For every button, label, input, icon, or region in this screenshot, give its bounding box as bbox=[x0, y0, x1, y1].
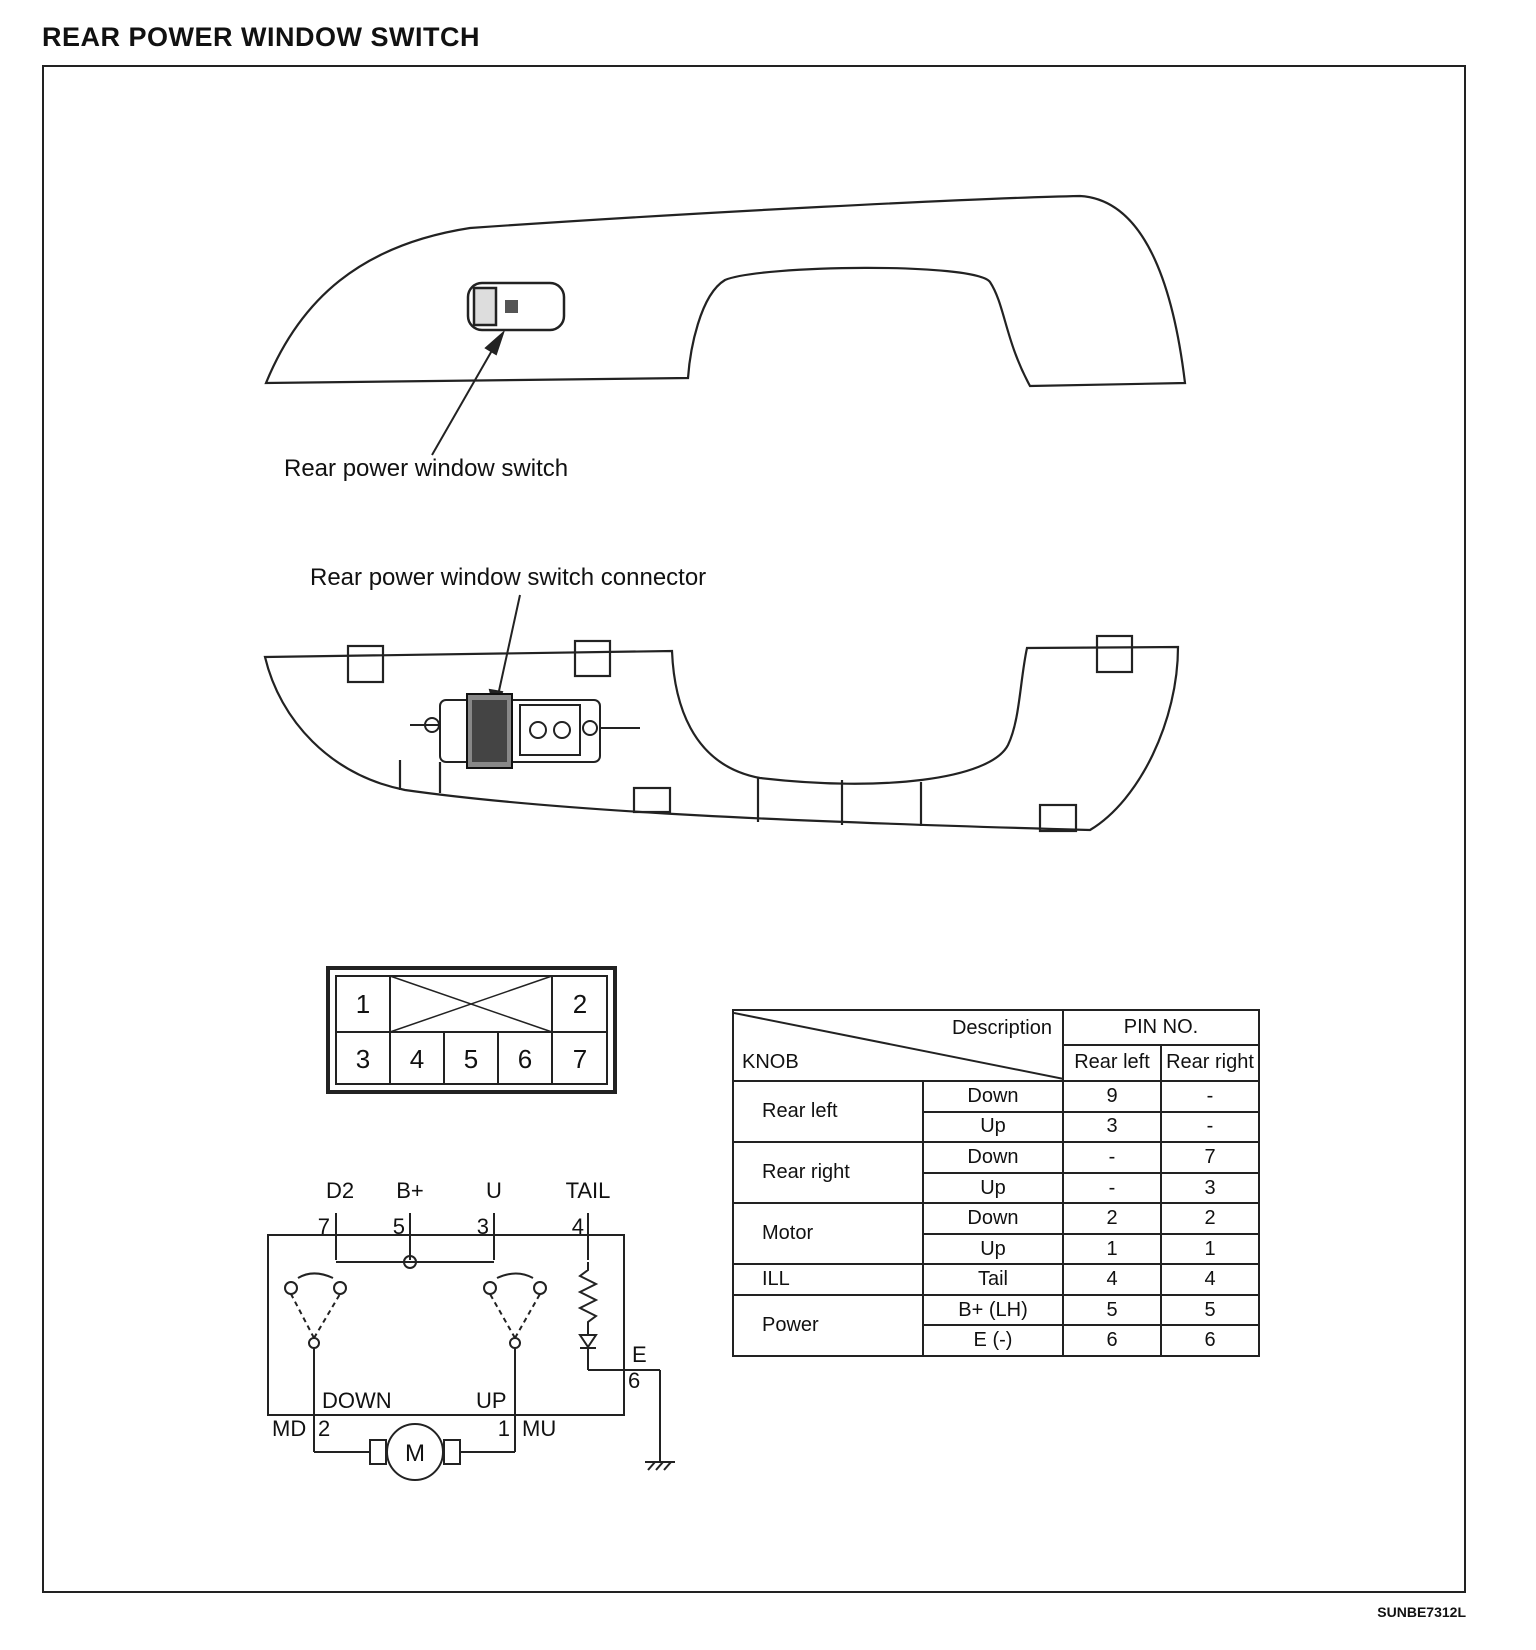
pin-5: 5 bbox=[464, 1044, 478, 1074]
pin-label-7: 7 bbox=[318, 1214, 330, 1239]
terminal-tail: TAIL bbox=[566, 1178, 611, 1203]
terminal-bplus: B+ bbox=[396, 1178, 424, 1203]
terminal-u: U bbox=[486, 1178, 502, 1203]
page-title: REAR POWER WINDOW SWITCH bbox=[42, 22, 480, 52]
label-up: UP bbox=[476, 1388, 507, 1413]
pin-label-1: 1 bbox=[498, 1416, 510, 1441]
desc-cell: Up bbox=[922, 1232, 1064, 1266]
rear-left-cell: 9 bbox=[1062, 1080, 1162, 1113]
desc-cell: Up bbox=[922, 1110, 1064, 1144]
terminal-e: E bbox=[632, 1342, 647, 1367]
pin-label-5: 5 bbox=[393, 1214, 405, 1239]
rear-right-cell: - bbox=[1160, 1110, 1260, 1144]
circuit-labels: D2 B+ U TAIL 7 5 3 4 E 6 DOWN UP MD 2 1 … bbox=[272, 1178, 647, 1467]
connector-pin-layout: 1 2 3 4 5 6 7 bbox=[326, 966, 617, 1094]
circuit-diagram bbox=[267, 1213, 675, 1481]
rear-right-cell: - bbox=[1160, 1080, 1260, 1113]
header-rear-right: Rear right bbox=[1160, 1043, 1260, 1083]
knob-cell: Rear left bbox=[732, 1080, 924, 1144]
terminal-d2: D2 bbox=[326, 1178, 354, 1203]
image-code: SUNBE7312L bbox=[1377, 1604, 1466, 1620]
knob-cell: Power bbox=[732, 1293, 924, 1358]
table-row: Up-3 bbox=[733, 1171, 1260, 1205]
rear-left-cell: 2 bbox=[1062, 1202, 1162, 1235]
armrest-underside-view bbox=[263, 634, 1180, 833]
desc-cell: Down bbox=[922, 1141, 1064, 1174]
desc-cell: Down bbox=[922, 1202, 1064, 1235]
switch-callout-arrow bbox=[431, 329, 506, 456]
knob-cell: Rear right bbox=[732, 1141, 924, 1205]
rear-left-cell: 6 bbox=[1062, 1324, 1162, 1357]
header-description: Description bbox=[951, 1017, 1052, 1039]
rear-right-cell: 3 bbox=[1160, 1171, 1260, 1205]
desc-cell: Up bbox=[922, 1171, 1064, 1205]
rear-right-cell: 5 bbox=[1160, 1293, 1260, 1327]
header-rear-left: Rear left bbox=[1062, 1043, 1162, 1083]
switch-body bbox=[466, 281, 566, 332]
diagram-frame bbox=[42, 65, 1466, 1593]
desc-cell: Down bbox=[922, 1080, 1064, 1113]
terminal-mu: MU bbox=[522, 1416, 556, 1441]
rear-right-cell: 4 bbox=[1160, 1263, 1260, 1296]
header-diagonal-line bbox=[734, 1012, 1064, 1080]
rear-right-cell: 1 bbox=[1160, 1232, 1260, 1266]
knob-cell: ILL bbox=[732, 1263, 924, 1296]
header-knob: KNOB bbox=[742, 1051, 799, 1074]
header-diagonal-cell: Description KNOB bbox=[732, 1008, 1064, 1083]
pin-table: Description KNOB PIN NO. Rear left Rear … bbox=[732, 1008, 1260, 1358]
pin-label-4: 4 bbox=[572, 1214, 584, 1239]
armrest-top-view bbox=[264, 194, 1187, 388]
connector-label: Rear power window switch connector bbox=[310, 564, 706, 591]
pin-3: 3 bbox=[356, 1044, 370, 1074]
pin-label-2: 2 bbox=[318, 1416, 330, 1441]
header-pin-no: PIN NO. bbox=[1062, 1009, 1260, 1046]
terminal-md: MD bbox=[272, 1416, 306, 1441]
rear-left-cell: 1 bbox=[1062, 1232, 1162, 1266]
switch-label: Rear power window switch bbox=[284, 455, 568, 482]
rear-right-cell: 7 bbox=[1160, 1141, 1260, 1174]
pin-6: 6 bbox=[518, 1044, 532, 1074]
rear-left-cell: 3 bbox=[1062, 1110, 1162, 1144]
pin-label-6: 6 bbox=[628, 1368, 640, 1393]
knob-cell: Motor bbox=[732, 1202, 924, 1266]
pin-1: 1 bbox=[356, 989, 370, 1019]
rear-right-cell: 2 bbox=[1160, 1202, 1260, 1235]
desc-cell: E (-) bbox=[922, 1324, 1064, 1357]
rear-left-cell: - bbox=[1062, 1171, 1162, 1205]
label-down: DOWN bbox=[322, 1388, 392, 1413]
desc-cell: B+ (LH) bbox=[922, 1293, 1064, 1327]
rear-right-cell: 6 bbox=[1160, 1324, 1260, 1357]
motor-symbol: M bbox=[405, 1440, 425, 1467]
pin-4: 4 bbox=[410, 1044, 424, 1074]
rear-left-cell: 4 bbox=[1062, 1263, 1162, 1296]
pin-7: 7 bbox=[573, 1044, 587, 1074]
pin-2: 2 bbox=[573, 989, 587, 1019]
desc-cell: Tail bbox=[922, 1263, 1064, 1296]
rear-left-cell: - bbox=[1062, 1141, 1162, 1174]
switch-connector-assembly bbox=[410, 693, 640, 769]
pin-label-3: 3 bbox=[477, 1214, 489, 1239]
rear-left-cell: 5 bbox=[1062, 1293, 1162, 1327]
